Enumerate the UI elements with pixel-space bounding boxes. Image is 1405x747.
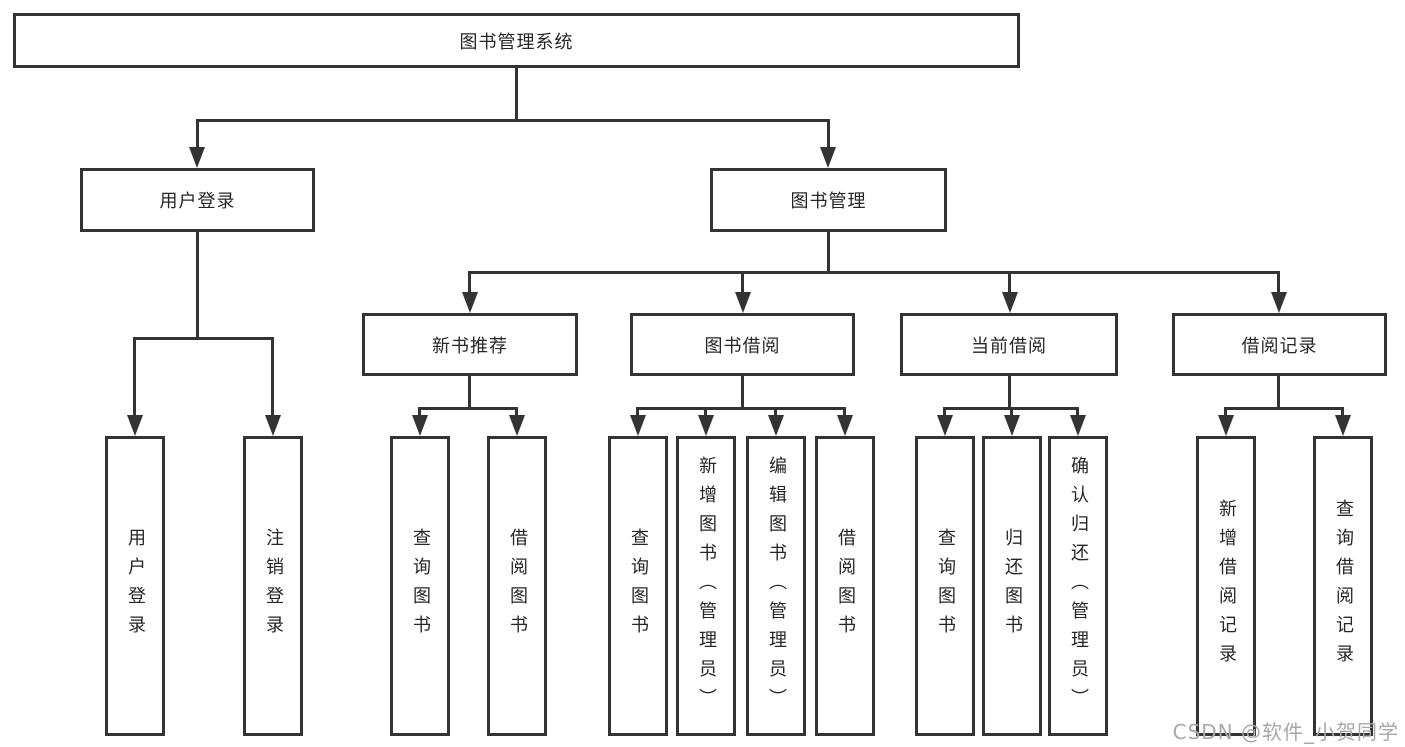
arrow-down-icon — [509, 415, 525, 436]
arrow-down-icon — [127, 415, 143, 436]
connector-line — [196, 119, 199, 149]
arrow-down-icon — [1002, 292, 1018, 313]
connector-line — [843, 407, 846, 417]
connector-line — [468, 376, 471, 407]
arrow-down-icon — [837, 415, 853, 436]
connector-line — [704, 407, 707, 417]
arrow-down-icon — [735, 292, 751, 313]
leaf-add-book-admin: 新增图书（管理员） — [676, 436, 736, 736]
leaf-user-login: 用户登录 — [105, 436, 165, 736]
arrow-down-icon — [768, 415, 784, 436]
connector-line — [515, 407, 518, 417]
connector-line — [418, 407, 421, 417]
connector-line — [1010, 407, 1013, 417]
arrow-down-icon — [937, 415, 953, 436]
arrow-down-icon — [1218, 415, 1234, 436]
arrow-down-icon — [1070, 415, 1086, 436]
arrow-down-icon — [462, 292, 478, 313]
connector-line — [1277, 376, 1280, 407]
arrow-down-icon — [1271, 292, 1287, 313]
arrow-down-icon — [265, 415, 281, 436]
connector-line — [741, 271, 744, 293]
node-book-management: 图书管理 — [710, 168, 947, 232]
leaf-borrow-book: 借阅图书 — [815, 436, 875, 736]
arrow-down-icon — [630, 415, 646, 436]
arrow-down-icon — [189, 147, 205, 168]
leaf-query-borrow-record: 查询借阅记录 — [1313, 436, 1373, 736]
connector-line — [271, 337, 274, 417]
connector-line — [1076, 407, 1079, 417]
node-user-login: 用户登录 — [80, 168, 315, 232]
connector-line — [774, 407, 777, 417]
connector-line — [1341, 407, 1344, 417]
connector-line — [468, 271, 1280, 274]
connector-line — [943, 407, 946, 417]
leaf-logout: 注销登录 — [243, 436, 303, 736]
node-borrow-record: 借阅记录 — [1172, 313, 1387, 376]
leaf-edit-book-admin: 编辑图书（管理员） — [746, 436, 806, 736]
node-new-book-recommend: 新书推荐 — [362, 313, 578, 376]
connector-line — [827, 119, 830, 149]
node-book-borrow: 图书借阅 — [630, 313, 855, 376]
connector-line — [1224, 407, 1227, 417]
leaf-borrow-book-recommend: 借阅图书 — [487, 436, 547, 736]
arrow-down-icon — [698, 415, 714, 436]
leaf-query-book-borrow: 查询图书 — [608, 436, 668, 736]
arrow-down-icon — [820, 147, 836, 168]
csdn-watermark: CSDN @软件_小贺同学 — [1172, 720, 1399, 744]
connector-line — [741, 376, 744, 407]
connector-line — [418, 407, 518, 410]
connector-line — [515, 68, 518, 119]
leaf-return-book: 归还图书 — [982, 436, 1042, 736]
leaf-query-book-recommend: 查询图书 — [390, 436, 450, 736]
node-library-management-system: 图书管理系统 — [13, 13, 1020, 68]
connector-line — [1008, 271, 1011, 293]
node-current-borrow: 当前借阅 — [900, 313, 1118, 376]
leaf-add-borrow-record: 新增借阅记录 — [1196, 436, 1256, 736]
connector-line — [196, 232, 199, 337]
connector-line — [1224, 407, 1344, 410]
connector-line — [636, 407, 846, 410]
arrow-down-icon — [1004, 415, 1020, 436]
connector-line — [1277, 271, 1280, 293]
connector-line — [827, 232, 830, 271]
connector-line — [468, 271, 471, 293]
arrow-down-icon — [412, 415, 428, 436]
leaf-confirm-return-admin: 确认归还（管理员） — [1048, 436, 1108, 736]
arrow-down-icon — [1335, 415, 1351, 436]
connector-line — [196, 119, 830, 122]
connector-line — [133, 337, 274, 340]
connector-line — [1008, 376, 1011, 407]
connector-line — [133, 337, 136, 417]
connector-line — [636, 407, 639, 417]
leaf-query-book-current: 查询图书 — [915, 436, 975, 736]
